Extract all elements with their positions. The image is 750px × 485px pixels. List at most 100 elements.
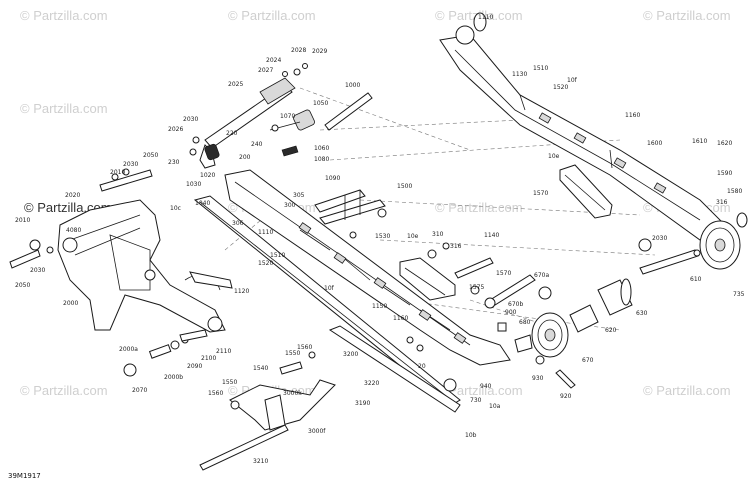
part-label: 1130 [512,71,527,78]
slider-block-left [399,242,456,301]
watermark: © Partzilla.com [20,101,108,116]
part-label: 10e [407,233,419,240]
part-label: 1560 [208,390,223,397]
part-label: 1570 [533,190,548,197]
part-label: 230 [168,159,180,166]
part-label: 1110 [258,229,273,236]
rod-1000 [324,92,373,131]
part-label: 2000 [63,300,78,307]
part-label: 1140 [484,232,499,239]
rod-1140 [454,257,494,279]
front-arm-assembly [57,199,233,333]
part-label: 630 [636,310,648,317]
part-label: 2070 [132,387,147,394]
part-label: 670b [508,301,523,308]
part-label: 1050 [313,100,328,107]
part-number-labels: 2024 2028 2029 2027 2025 1050 1000 2030 … [15,14,745,465]
left-small-parts [9,168,208,377]
bottom-bracket-3000 [199,351,336,471]
part-label: 1520 [258,260,273,267]
slider-block-right [559,164,613,219]
part-label: 316 [450,243,462,250]
slide-strip [193,195,461,407]
axle-610 [638,238,701,275]
part-label: 1040 [195,200,210,207]
part-label: 920 [560,393,572,400]
left-rail [224,169,511,366]
part-label: 1080 [314,156,329,163]
part-label: 3000k [283,390,302,397]
part-label: 2000b [164,374,183,381]
part-label: 1070 [280,113,295,120]
part-label: 2110 [216,348,231,355]
part-label: 1610 [692,138,707,145]
part-label: 940 [480,383,492,390]
part-label: 1575 [469,284,484,291]
part-label: 1000 [345,82,360,89]
part-label: 4080 [66,227,81,234]
part-label: 1160 [625,112,640,119]
watermark: © Partzilla.com [20,383,108,398]
part-label: 1580 [727,188,742,195]
watermark: © Partzilla.com [435,200,523,215]
part-label: 2024 [266,57,281,64]
part-label: 1090 [325,175,340,182]
bar-1570 [470,274,552,309]
part-label: 1550 [222,379,237,386]
part-label: 680 [519,319,531,326]
part-label: 1120 [234,288,249,295]
part-label: 300 [284,202,296,209]
part-label: 3200 [343,351,358,358]
watermark: © Partzilla.com [228,8,316,23]
shock-link-parts [269,109,315,157]
part-label: 240 [251,141,263,148]
small-parts-900-680 [497,322,576,389]
part-label: 2028 [291,47,306,54]
watermark: © Partzilla.com [643,8,731,23]
part-label: 2026 [168,126,183,133]
part-label: 10c [170,205,181,212]
part-label: 1540 [253,365,268,372]
part-label: 2000a [119,346,138,353]
part-label: 1560 [297,344,312,351]
part-label: 220 [226,130,238,137]
part-label: 610 [690,276,702,283]
spacer-tube-620 [597,278,633,316]
part-label: 2027 [258,67,273,74]
part-label: 2025 [228,81,243,88]
watermark: © Partzilla.com [20,8,108,23]
part-label: 2030 [652,235,667,242]
watermark: © Partzilla.com [435,383,523,398]
diagram-reference-code: 39M1917 [8,472,41,480]
part-label: 3210 [253,458,268,465]
part-label: 2010 [15,217,30,224]
part-label: 20 [418,363,426,370]
part-label: 2050 [143,152,158,159]
part-label: 1600 [647,140,662,147]
part-label: 2100 [201,355,216,362]
part-label: 310 [432,231,444,238]
idler-wheel-670 [531,304,599,358]
part-label: 670a [534,272,549,279]
part-label: 316 [716,199,728,206]
part-label: 1030 [186,181,201,188]
part-label: 1500 [397,183,412,190]
part-label: 10e [548,153,560,160]
part-label: 1150 [372,303,387,310]
part-label: 3190 [355,400,370,407]
part-label: 306 [232,220,244,227]
part-label: 730 [470,397,482,404]
part-label: 1530 [375,233,390,240]
part-label: 735 [733,291,745,298]
part-label: 1110 [478,14,493,21]
part-label: 10f [567,77,578,84]
part-label: 930 [532,375,544,382]
part-label: 1510 [270,252,285,259]
lower-strip [328,325,461,413]
part-label: 1520 [553,84,568,91]
right-rail [439,12,726,246]
cross-shaft-assembly [314,189,387,239]
upper-shaft-assembly [189,63,308,169]
